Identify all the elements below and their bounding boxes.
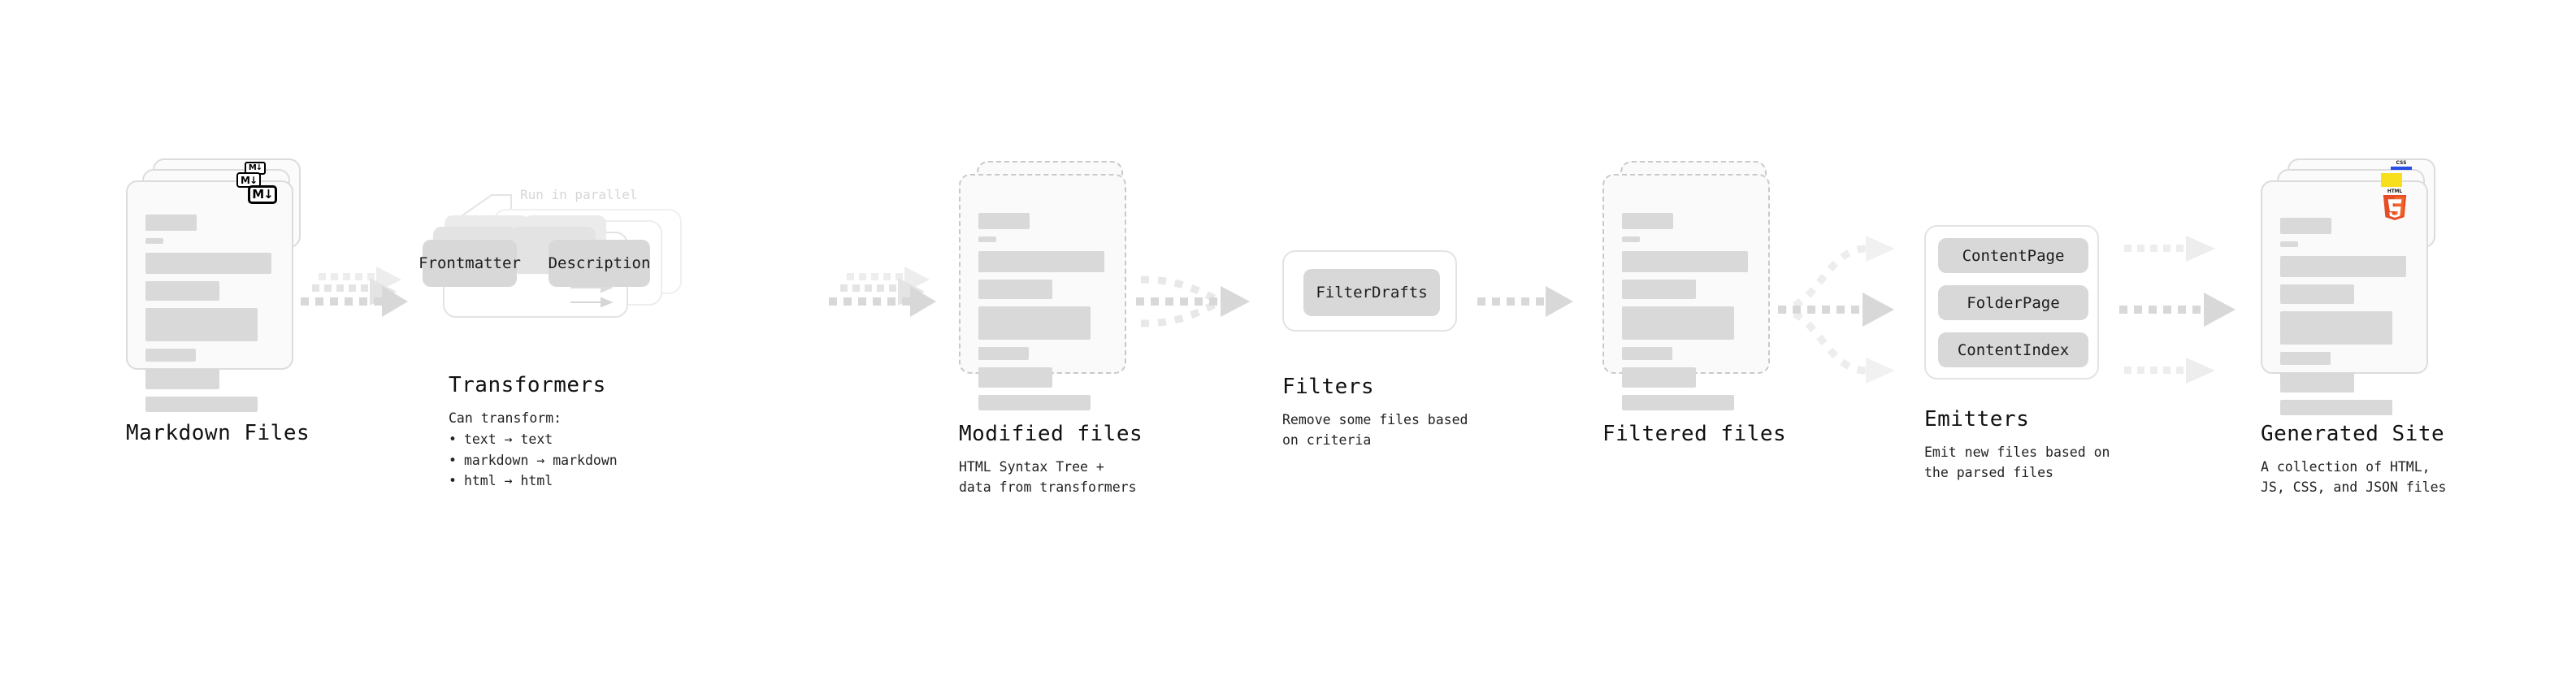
generated-site-subtitle-line-1: JS, CSS, and JSON files	[2261, 479, 2447, 496]
filters-subtitle-line-1: on criteria	[1282, 432, 1372, 449]
modified-files-subtitle-line-1: data from transformers	[959, 479, 1137, 496]
emitters-subtitle: Emit new files based on the parsed files	[1924, 442, 2110, 484]
js-badge	[2381, 173, 2402, 187]
caption-generated-site: Generated Site A collection of HTML, JS,…	[2261, 421, 2446, 498]
emitters-box: ContentPage FolderPage ContentIndex	[1924, 225, 2099, 380]
doc-card-front	[126, 180, 293, 412]
stage-filtered-files	[1602, 161, 1777, 410]
pill-contentpage[interactable]: ContentPage	[1938, 238, 2088, 273]
arrow-emitters-to-generated-site	[2119, 236, 2236, 384]
svg-text:HTML: HTML	[2387, 189, 2403, 194]
markdown-badge-back-1: M↓	[236, 172, 261, 188]
doc-content-lines	[145, 215, 277, 419]
title-transformers: Transformers	[449, 373, 606, 397]
arrow-filtered-to-emitters-diverging	[1777, 236, 1895, 384]
caption-transformers: Transformers Can transform: text → text …	[449, 372, 618, 492]
doc-card-front	[1602, 174, 1770, 410]
caption-filters: Filters Remove some files based on crite…	[1282, 374, 1468, 451]
stage-generated-site: CSS HTML	[2261, 158, 2435, 415]
filters-box: FilterDrafts	[1282, 250, 1457, 332]
doc-content-lines	[1622, 213, 1754, 418]
css-badge: CSS	[2391, 161, 2412, 172]
css-badge-bar	[2391, 167, 2412, 170]
pill-frontmatter[interactable]: Frontmatter	[418, 240, 521, 287]
markdown-doc-stack: M↓ M↓ M↓	[126, 158, 301, 412]
css-badge-label: CSS	[2396, 160, 2407, 166]
generated-site-subtitle-line-0: A collection of HTML,	[2261, 458, 2431, 475]
filtered-doc-stack	[1602, 161, 1777, 410]
doc-card-front	[959, 174, 1126, 410]
stage-modified-files	[959, 161, 1134, 410]
arrow-filters-to-filtered	[1477, 286, 1573, 317]
transformers-bullet-1: markdown → markdown	[449, 450, 618, 471]
markdown-badge: M↓	[248, 185, 277, 204]
generated-doc-stack: CSS HTML	[2261, 158, 2435, 415]
pill-filterdrafts[interactable]: FilterDrafts	[1303, 269, 1440, 316]
title-filters: Filters	[1282, 375, 1375, 399]
transformers-bullet-list: text → text markdown → markdown html → h…	[449, 429, 618, 492]
title-markdown-files: Markdown Files	[126, 421, 310, 445]
title-generated-site: Generated Site	[2261, 422, 2445, 446]
filters-subtitle-line-0: Remove some files based	[1282, 411, 1468, 427]
modified-files-subtitle: HTML Syntax Tree + data from transformer…	[959, 457, 1143, 498]
pill-description[interactable]: Description	[549, 240, 650, 287]
transformers-bullet-0: text → text	[449, 429, 618, 450]
arrow-markdown-to-transformers	[301, 267, 408, 317]
filters-subtitle: Remove some files based on criteria	[1282, 410, 1468, 451]
arrow-transformers-to-modified	[829, 267, 936, 317]
html5-badge: HTML	[2383, 189, 2407, 220]
stage-markdown-files: M↓ M↓ M↓	[126, 158, 301, 412]
caption-emitters: Emitters Emit new files based on the par…	[1924, 406, 2110, 484]
caption-modified-files: Modified files HTML Syntax Tree + data f…	[959, 421, 1143, 498]
transformers-subtitle-lead: Can transform:	[449, 410, 562, 426]
transformers-bullet-2: html → html	[449, 471, 618, 492]
doc-content-lines	[2280, 218, 2412, 423]
transformers-subtitle: Can transform: text → text markdown → ma…	[449, 408, 618, 492]
modified-files-subtitle-line-0: HTML Syntax Tree +	[959, 458, 1104, 475]
generated-site-subtitle: A collection of HTML, JS, CSS, and JSON …	[2261, 457, 2446, 498]
caption-markdown-files: Markdown Files	[126, 420, 310, 447]
title-emitters: Emitters	[1924, 407, 2030, 432]
caption-filtered-files: Filtered files	[1602, 421, 1786, 448]
emitters-subtitle-line-0: Emit new files based on	[1924, 444, 2110, 460]
doc-content-lines	[978, 213, 1110, 418]
arrow-modified-to-filters-converging	[1136, 275, 1250, 327]
title-filtered-files: Filtered files	[1602, 422, 1787, 446]
label-run-in-parallel: Run in parallel	[520, 187, 638, 202]
doc-card-front	[2261, 180, 2428, 415]
pill-folderpage[interactable]: FolderPage	[1938, 285, 2088, 320]
pill-contentindex[interactable]: ContentIndex	[1938, 332, 2088, 367]
title-modified-files: Modified files	[959, 422, 1143, 446]
modified-doc-stack	[959, 161, 1134, 410]
emitters-subtitle-line-1: the parsed files	[1924, 465, 2053, 481]
